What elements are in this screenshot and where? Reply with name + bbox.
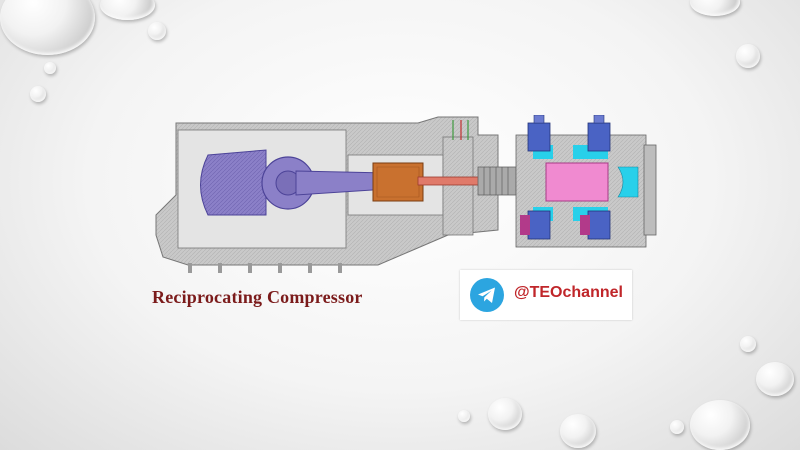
crosshead bbox=[372, 162, 424, 202]
water-drop bbox=[740, 336, 756, 352]
telegram-badge: @TEOchannel bbox=[460, 270, 632, 320]
water-drop bbox=[560, 414, 596, 448]
water-drop bbox=[30, 86, 46, 102]
valves bbox=[520, 115, 611, 240]
water-drop bbox=[458, 410, 470, 422]
crank bbox=[200, 149, 315, 216]
water-drop bbox=[690, 0, 740, 16]
water-drop bbox=[488, 398, 522, 430]
compressor-diagram bbox=[155, 115, 657, 273]
telegram-icon bbox=[470, 278, 504, 312]
packing bbox=[477, 166, 517, 196]
water-drop bbox=[100, 0, 155, 20]
piston bbox=[545, 162, 609, 202]
water-drop bbox=[690, 400, 750, 450]
distance-piece bbox=[442, 120, 474, 236]
diagram-caption: Reciprocating Compressor bbox=[152, 287, 363, 307]
water-drop bbox=[44, 62, 56, 74]
water-drop bbox=[670, 420, 684, 434]
water-drop bbox=[756, 362, 794, 396]
water-drop bbox=[736, 44, 760, 68]
telegram-handle: @TEOchannel bbox=[514, 284, 623, 301]
end-flange bbox=[643, 144, 657, 236]
water-drop bbox=[0, 0, 95, 55]
water-drop bbox=[148, 22, 166, 40]
